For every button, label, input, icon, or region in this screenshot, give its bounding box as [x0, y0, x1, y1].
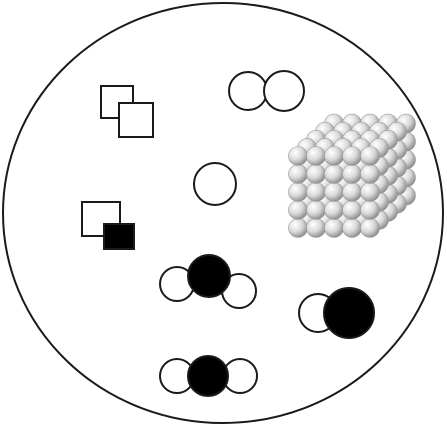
lattice-sphere [343, 219, 362, 238]
atom-center-black [188, 255, 230, 297]
lattice-sphere [289, 165, 308, 184]
linear-triatomic-molecule [160, 356, 257, 396]
square-front [119, 103, 153, 137]
lattice-sphere [343, 165, 362, 184]
lattice-sphere [325, 219, 344, 238]
atom-right [264, 71, 304, 111]
lattice-sphere [361, 165, 380, 184]
lattice-sphere [325, 147, 344, 166]
lattice-sphere [307, 219, 326, 238]
atom-center-black [188, 356, 228, 396]
lattice-sphere [343, 147, 362, 166]
heteronuclear-diatomic [299, 288, 374, 338]
atom-left [229, 72, 267, 110]
atom-black [324, 288, 374, 338]
lattice-sphere [289, 219, 308, 238]
lattice-sphere [343, 201, 362, 220]
lattice-sphere [361, 147, 380, 166]
lattice-sphere [307, 165, 326, 184]
lattice-sphere [361, 219, 380, 238]
lattice-sphere [307, 183, 326, 202]
lattice-sphere [325, 165, 344, 184]
black-square [104, 224, 134, 249]
lattice-sphere [289, 183, 308, 202]
lattice-sphere [325, 183, 344, 202]
lattice-sphere [307, 147, 326, 166]
lattice-sphere [289, 201, 308, 220]
lattice-sphere [361, 183, 380, 202]
lattice-sphere [289, 147, 308, 166]
lattice-sphere [343, 183, 362, 202]
atom [194, 163, 236, 205]
single-white-circle [194, 163, 236, 205]
lattice-sphere [361, 201, 380, 220]
lattice-sphere [307, 201, 326, 220]
lattice-sphere [325, 201, 344, 220]
